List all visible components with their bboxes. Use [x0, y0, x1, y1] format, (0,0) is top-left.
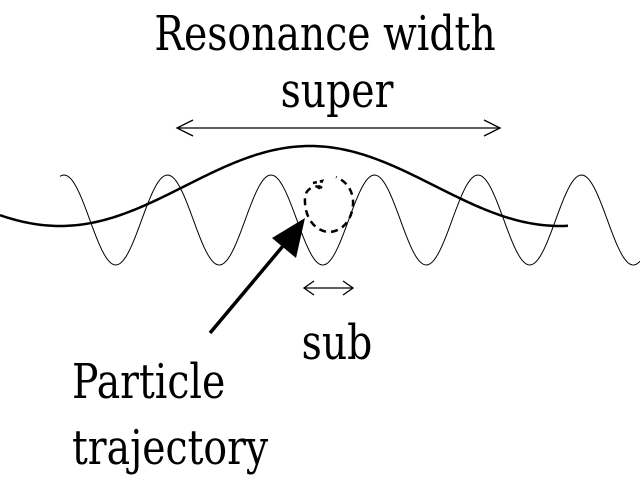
sub-width-arrow [302, 280, 355, 296]
trajectory-direction-arrowhead [312, 179, 325, 191]
label-trajectory: trajectory [72, 420, 268, 476]
resonance-envelope-curve [0, 144, 569, 228]
super-width-arrow [175, 119, 502, 137]
particle-trajectory-loop [303, 175, 355, 234]
label-sub: sub [302, 315, 373, 371]
particle-pointer-arrow [208, 218, 305, 335]
title-resonance-width: Resonance width [154, 6, 495, 62]
label-particle: Particle [72, 354, 225, 410]
label-super: super [281, 63, 394, 119]
